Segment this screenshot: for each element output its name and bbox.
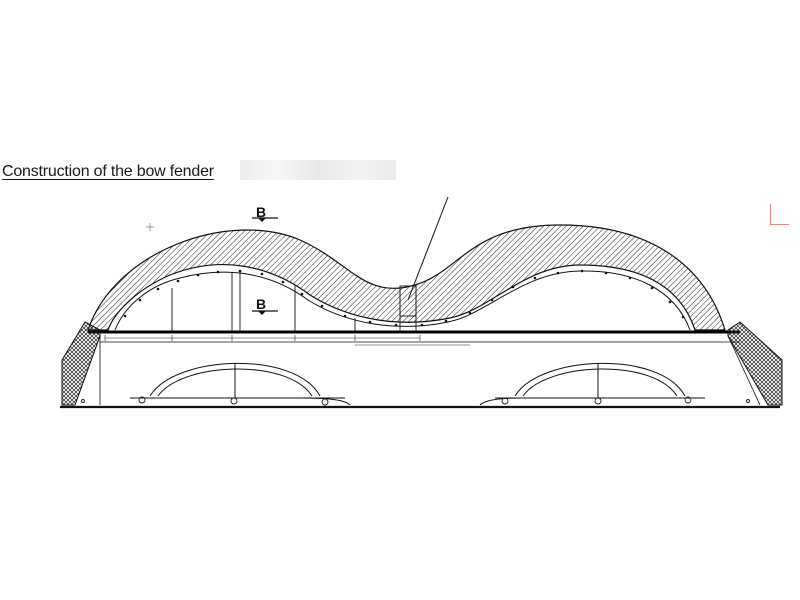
corner-crop-mark xyxy=(770,204,789,225)
bolt-dots xyxy=(123,269,685,327)
section-mark-top: B xyxy=(252,204,278,222)
section-letter-top: B xyxy=(256,204,266,220)
fender-inner-liner xyxy=(114,270,691,331)
fender-body-hatched xyxy=(87,224,726,331)
frame-members xyxy=(171,272,417,332)
fittings xyxy=(81,396,750,406)
right-bow-plate xyxy=(727,321,783,406)
section-letter-inner: B xyxy=(256,296,266,312)
redacted-area xyxy=(240,160,396,180)
dimension-line xyxy=(104,335,470,346)
cross-marker-icon xyxy=(146,223,154,231)
left-bow-plate xyxy=(61,321,101,406)
left-arch-frame xyxy=(130,362,351,406)
figure-caption: Construction of the bow fender xyxy=(2,163,214,180)
leader-line xyxy=(407,196,449,301)
hull-lines xyxy=(60,335,780,409)
right-arch-frame xyxy=(479,362,705,406)
leader-tag: ᐧ xyxy=(432,210,433,215)
section-mark-inner: B xyxy=(252,296,278,315)
